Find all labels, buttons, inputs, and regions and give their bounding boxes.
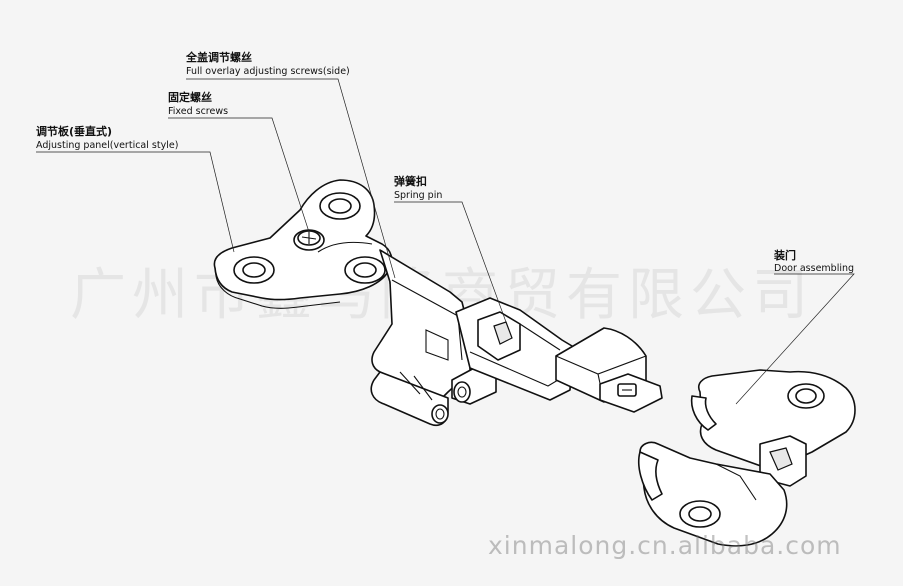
full-overlay-screws-label-zh: 全盖调节螺丝 <box>186 51 252 64</box>
door-mount <box>637 369 856 547</box>
adjusting-panel-label-en: Adjusting panel(vertical style) <box>36 140 179 151</box>
fixed-screws-label-zh: 固定螺丝 <box>168 91 212 104</box>
mounting-plate <box>213 179 403 309</box>
spring-pin-label-en: Spring pin <box>394 190 443 201</box>
full-overlay-screws-label-en: Full overlay adjusting screws(side) <box>186 66 350 77</box>
clip-cap <box>555 327 663 413</box>
spring-pin-label-zh: 弹簧扣 <box>394 175 427 188</box>
leader-lines <box>36 78 855 405</box>
fixed-screws-label-en: Fixed screws <box>168 106 229 117</box>
spring-pin-linkage <box>455 297 573 401</box>
adjusting-panel-label-zh: 调节板(垂直式) <box>36 125 113 138</box>
door-assembling-label-en: Door assembling <box>774 263 855 274</box>
door-assembling-label-zh: 装门 <box>774 249 796 262</box>
hinge-arm <box>370 249 497 427</box>
